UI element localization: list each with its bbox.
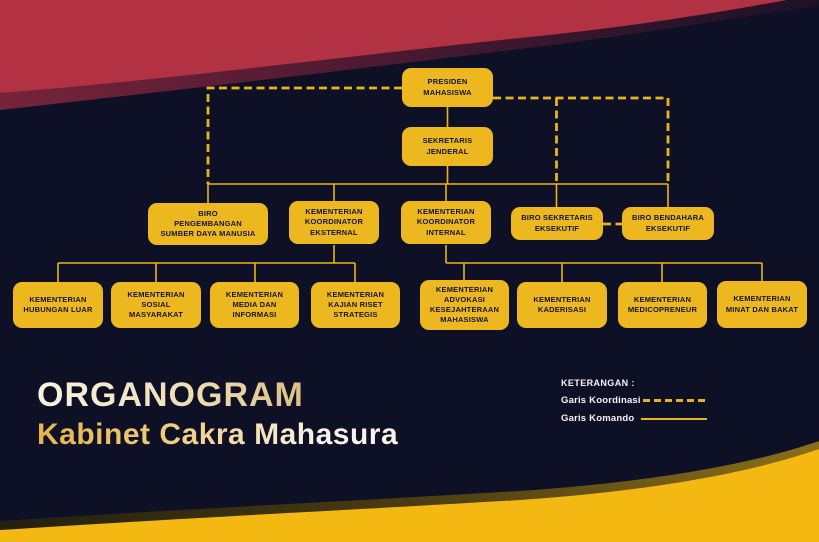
koordinasi-lines — [206, 86, 670, 226]
page-title: ORGANOGRAM — [37, 376, 398, 415]
legend-item-komando: Garis Komando — [561, 413, 707, 424]
node-kementerian-advokasi-kesejahteraan: KEMENTERIAN ADVOKASI KESEJAHTERAAN MAHAS… — [420, 280, 509, 330]
node-label: PRESIDEN MAHASISWA — [423, 77, 472, 97]
node-kementerian-sosial-masyarakat: KEMENTERIAN SOSIAL MASYARAKAT — [111, 282, 201, 328]
node-kementerian-hubungan-luar: KEMENTERIAN HUBUNGAN LUAR — [13, 282, 103, 328]
top-wave-shadow — [0, 0, 819, 110]
node-biro-pengembangan-sdm: BIRO PENGEMBANGAN SUMBER DAYA MANUSIA — [148, 203, 268, 245]
node-kementerian-kaderisasi: KEMENTERIAN KADERISASI — [517, 282, 607, 328]
node-presiden-mahasiswa: PRESIDEN MAHASISWA — [402, 68, 493, 107]
node-label: BIRO PENGEMBANGAN SUMBER DAYA MANUSIA — [160, 208, 256, 239]
node-kementerian-minat-bakat: KEMENTERIAN MINAT DAN BAKAT — [717, 281, 807, 328]
legend-heading: KETERANGAN : — [561, 378, 635, 388]
page-subtitle: Kabinet Cakra Mahasura — [37, 418, 399, 451]
node-label: KEMENTERIAN KOORDINATOR EKSTERNAL — [304, 207, 364, 237]
bottom-yellow-wave — [0, 449, 819, 542]
node-label: BIRO SEKRETARIS EKSEKUTIF — [521, 213, 593, 233]
node-label: KEMENTERIAN KAJIAN RISET STRATEGIS — [326, 289, 385, 320]
node-biro-bendahara-eksekutif: BIRO BENDAHARA EKSEKUTIF — [622, 207, 714, 240]
legend-item-koordinasi: Garis Koordinasi — [561, 395, 707, 406]
dashed-line-swatch — [643, 398, 707, 403]
node-label: BIRO BENDAHARA EKSEKUTIF — [632, 213, 704, 233]
node-label: KEMENTERIAN HUBUNGAN LUAR — [23, 294, 93, 314]
solid-line-swatch — [641, 417, 707, 420]
node-label: KEMENTERIAN MINAT DAN BAKAT — [725, 294, 799, 314]
legend-label: Garis Koordinasi — [561, 395, 641, 406]
node-label: KEMENTERIAN SOSIAL MASYARAKAT — [127, 289, 185, 320]
node-label: KEMENTERIAN KADERISASI — [533, 294, 591, 314]
node-kementerian-media-informasi: KEMENTERIAN MEDIA DAN INFORMASI — [210, 282, 299, 328]
legend-label: Garis Komando — [561, 413, 635, 424]
node-kementerian-koordinator-internal: KEMENTERIAN KOORDINATOR INTERNAL — [401, 201, 491, 244]
node-label: SEKRETARIS JENDERAL — [422, 136, 473, 156]
node-label: KEMENTERIAN MEDIA DAN INFORMASI — [225, 289, 284, 320]
node-kementerian-koordinator-eksternal: KEMENTERIAN KOORDINATOR EKSTERNAL — [289, 201, 379, 244]
title-block: ORGANOGRAM Kabinet Cakra Mahasura — [37, 376, 398, 452]
top-red-wave — [0, 0, 787, 93]
node-biro-sekretaris-eksekutif: BIRO SEKRETARIS EKSEKUTIF — [511, 207, 603, 240]
node-label: KEMENTERIAN MEDICOPRENEUR — [627, 294, 698, 314]
node-kementerian-medicopreneur: KEMENTERIAN MEDICOPRENEUR — [618, 282, 707, 328]
node-kementerian-kajian-riset-strategis: KEMENTERIAN KAJIAN RISET STRATEGIS — [311, 282, 400, 328]
legend: KETERANGAN : Garis Koordinasi Garis Koma… — [561, 378, 707, 424]
node-sekretaris-jenderal: SEKRETARIS JENDERAL — [402, 127, 493, 166]
komando-lines — [57, 107, 763, 282]
node-label: KEMENTERIAN KOORDINATOR INTERNAL — [416, 207, 476, 237]
node-label: KEMENTERIAN ADVOKASI KESEJAHTERAAN MAHAS… — [429, 284, 500, 325]
